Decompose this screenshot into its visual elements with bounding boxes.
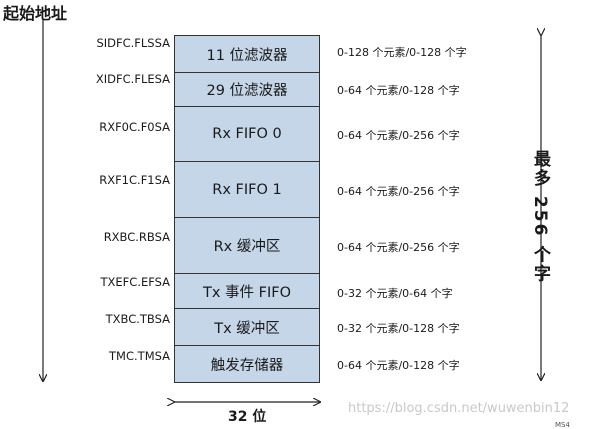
- memory-section-block: 触发存储器: [174, 345, 320, 383]
- width-label: 32 位: [228, 409, 267, 425]
- start-pointer-label: SIDFC.FLSSA: [96, 36, 170, 50]
- section-size-label: 0-32 个元素/0-128 个字: [337, 322, 460, 335]
- start-pointer-label: TXEFC.EFSA: [100, 275, 170, 289]
- section-label: Tx 缓冲区: [214, 320, 280, 337]
- section-label: 触发存储器: [210, 357, 284, 374]
- start-pointer-label: RXF0C.F0SA: [99, 120, 170, 134]
- corner-tag: MS4: [555, 421, 570, 429]
- section-size-label: 0-64 个元素/0-256 个字: [337, 129, 460, 142]
- start-pointer-label: RXF1C.F1SA: [99, 173, 170, 187]
- section-size-label: 0-64 个元素/0-256 个字: [337, 241, 460, 254]
- start-address-title: 起始地址: [3, 4, 68, 23]
- start-pointer-label: TMC.TMSA: [109, 349, 170, 363]
- section-label: 11 位滤波器: [206, 47, 288, 64]
- section-size-label: 0-128 个元素/0-128 个字: [337, 46, 467, 59]
- start-pointer-label: XIDFC.FLESA: [95, 72, 170, 86]
- section-size-label: 0-64 个元素/0-256 个字: [337, 185, 460, 198]
- section-label: Tx 事件 FIFO: [202, 284, 292, 301]
- memory-section-block: 11 位滤波器: [174, 35, 320, 73]
- start-pointer-label: TXBC.TBSA: [105, 312, 170, 326]
- start-pointer-label: RXBC.RBSA: [103, 230, 170, 244]
- section-label: Rx FIFO 0: [212, 126, 282, 142]
- section-label: 29 位滤波器: [206, 83, 288, 99]
- section-size-label: 0-64 个元素/0-128 个字: [337, 359, 460, 372]
- section-size-label: 0-64 个元素/0-128 个字: [337, 84, 460, 97]
- memory-section-block: Rx FIFO 1: [174, 161, 320, 218]
- section-label: Rx 缓冲区: [213, 239, 281, 255]
- max-size-label: 最多 256 个字: [530, 150, 550, 284]
- section-label: Rx FIFO 1: [212, 181, 282, 198]
- memory-section-block: Tx 缓冲区: [174, 308, 320, 346]
- memory-section-block: 29 位滤波器: [174, 72, 320, 107]
- memory-section-block: Tx 事件 FIFO: [174, 273, 320, 309]
- watermark: https://blog.csdn.net/wuwenbin12: [348, 401, 570, 416]
- memory-section-block: Rx FIFO 0: [174, 106, 320, 162]
- section-size-label: 0-32 个元素/0-64 个字: [337, 287, 453, 300]
- memory-section-block: Rx 缓冲区: [174, 217, 320, 274]
